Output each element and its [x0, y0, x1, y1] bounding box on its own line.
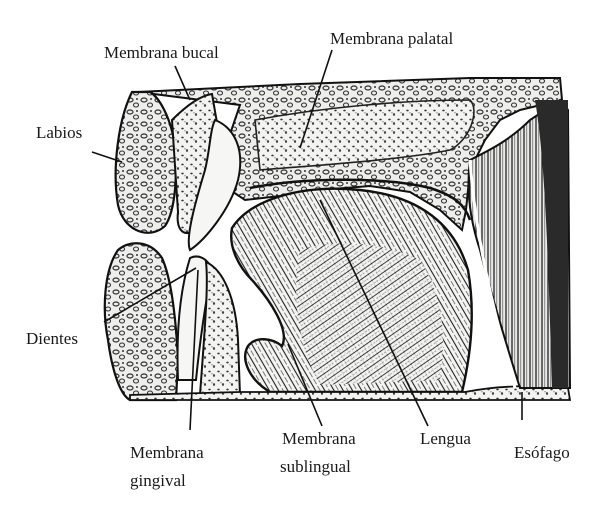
- lower-tooth-region: [178, 257, 241, 396]
- lower-lip-region: [105, 243, 178, 400]
- label-membrana-palatal: Membrana palatal: [330, 29, 453, 48]
- label-membrana-gingival-line2: gingival: [130, 471, 186, 490]
- label-membrana-sublingual-line2: sublingual: [280, 457, 351, 476]
- label-membrana-gingival-line1: Membrana: [130, 443, 204, 462]
- label-membrana-sublingual-line1: Membrana: [282, 429, 356, 448]
- label-esofago: Esófago: [514, 443, 570, 462]
- label-labios: Labios: [36, 123, 82, 142]
- tongue-region: [231, 189, 472, 392]
- label-membrana-bucal: Membrana bucal: [104, 43, 219, 62]
- label-dientes: Dientes: [26, 329, 78, 348]
- label-lengua: Lengua: [420, 429, 471, 448]
